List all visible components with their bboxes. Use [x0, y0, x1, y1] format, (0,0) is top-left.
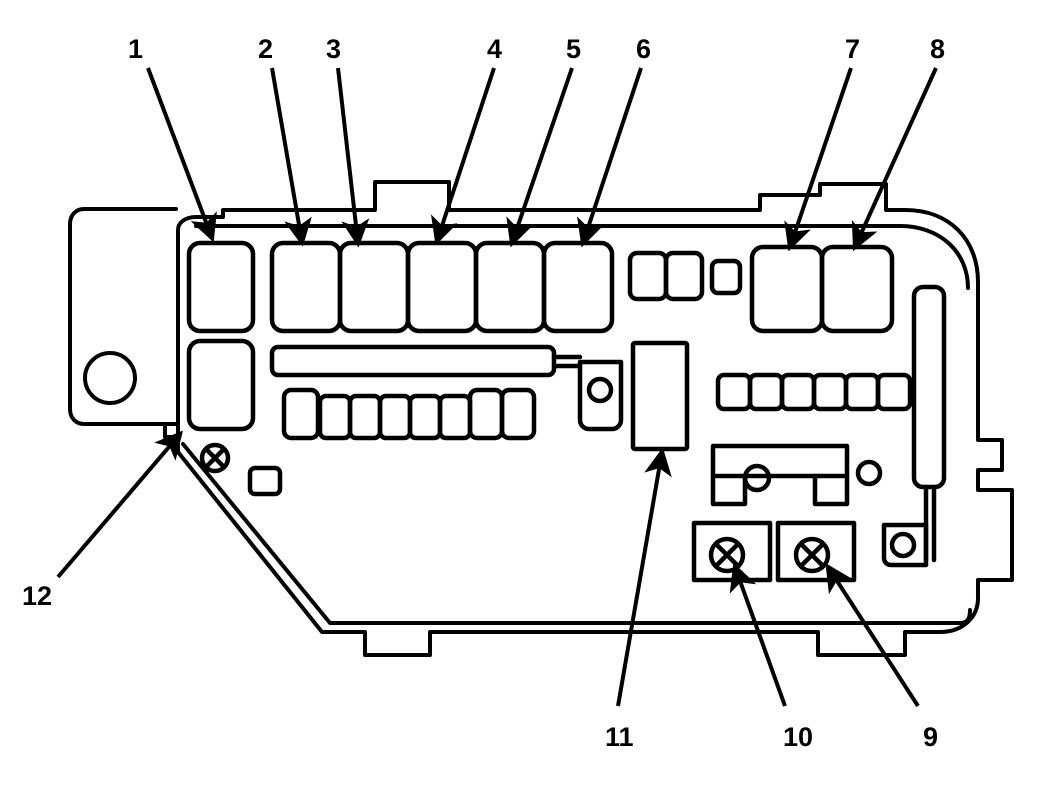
left-mounting-bracket: [68, 207, 178, 426]
panel-hole: [855, 459, 883, 487]
bus-bar: [269, 344, 557, 378]
callout-leader-7: [784, 67, 853, 252]
callout-label-12: 12: [22, 581, 53, 611]
right-lower-module-hole: [889, 531, 917, 559]
callout-leader-6: [577, 67, 643, 248]
callout-label-11: 11: [605, 722, 634, 752]
housing-inner-top-line: [194, 224, 970, 290]
callout-label-1: 1: [128, 34, 144, 64]
clamp-leg-left: [710, 473, 748, 507]
small-relay-b: [663, 250, 705, 302]
terminal-box-right: [775, 520, 857, 583]
bolt-marker-left: [199, 442, 231, 474]
bracket-hole: [83, 351, 137, 405]
callout-label-3: 3: [326, 34, 342, 64]
connector-block-lower: [186, 338, 256, 432]
connector-block-upper: [186, 240, 256, 334]
callout-label-7: 7: [845, 34, 861, 64]
callout-leader-4: [431, 67, 496, 246]
callout-leader-9: [825, 563, 920, 708]
housing-outline-group: [68, 180, 1014, 657]
small-square-module: [247, 465, 283, 497]
right-lower-module: [881, 522, 929, 568]
clamp-hole: [742, 463, 772, 493]
housing-inner-diagonal-line: [181, 442, 972, 625]
side-slot: [911, 284, 947, 490]
housing-outer-profile: [176, 180, 1014, 657]
clamp-leg-right: [812, 473, 850, 507]
callout-leader-11: [616, 447, 672, 707]
callout-label-6: 6: [636, 34, 652, 64]
callout-leader-5: [506, 67, 574, 248]
callout-label-8: 8: [930, 34, 946, 64]
callout-label-2: 2: [258, 34, 274, 64]
square-module: [577, 359, 624, 432]
callout-leader-8: [851, 67, 938, 252]
callout-label-10: 10: [783, 722, 814, 752]
fuse-right-5: [875, 372, 913, 412]
tiny-relay: [709, 258, 743, 296]
callout-leader-2: [270, 67, 312, 247]
callout-label-5: 5: [566, 34, 582, 64]
callout-leader-3: [336, 67, 370, 248]
callout-label-9: 9: [923, 722, 939, 752]
callout-leader-1: [146, 67, 217, 243]
square-module-hole: [586, 376, 614, 404]
callout-label-4: 4: [487, 34, 503, 64]
terminal-bolt-right: [793, 536, 831, 574]
callout-leader-12: [56, 430, 184, 579]
terminal-box-left: [691, 520, 773, 583]
terminal-bolt-left: [708, 536, 746, 574]
callout-leader-10: [729, 562, 787, 707]
bus-bar-stub: [551, 354, 583, 369]
fuse-left-7: [499, 387, 537, 441]
